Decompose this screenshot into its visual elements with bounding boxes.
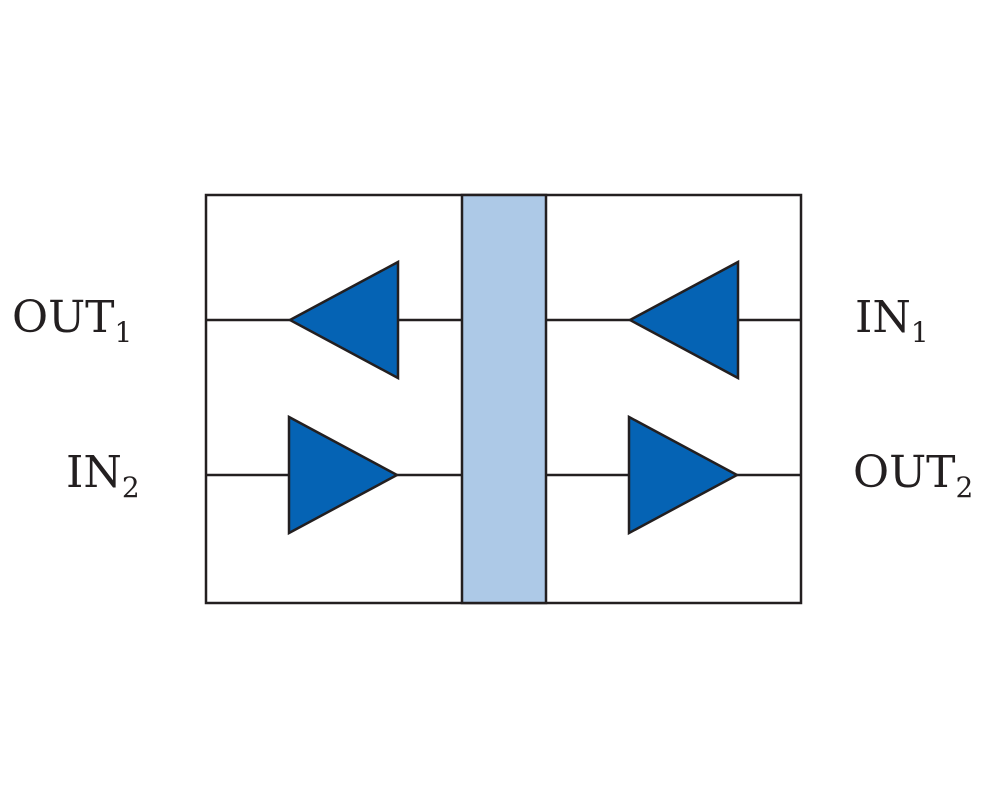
- amplifier-ch1-right: [627, 259, 740, 381]
- label-in2: IN2: [66, 447, 140, 504]
- label-in1: IN1: [855, 292, 929, 349]
- amplifier-ch1-left: [287, 259, 400, 381]
- amplifier-ch2-right: [627, 414, 740, 536]
- amplifier-ch2-left: [287, 414, 400, 536]
- label-out1: OUT1: [12, 292, 133, 349]
- label-out2: OUT2: [853, 447, 974, 504]
- isolation-barrier: [460, 193, 548, 605]
